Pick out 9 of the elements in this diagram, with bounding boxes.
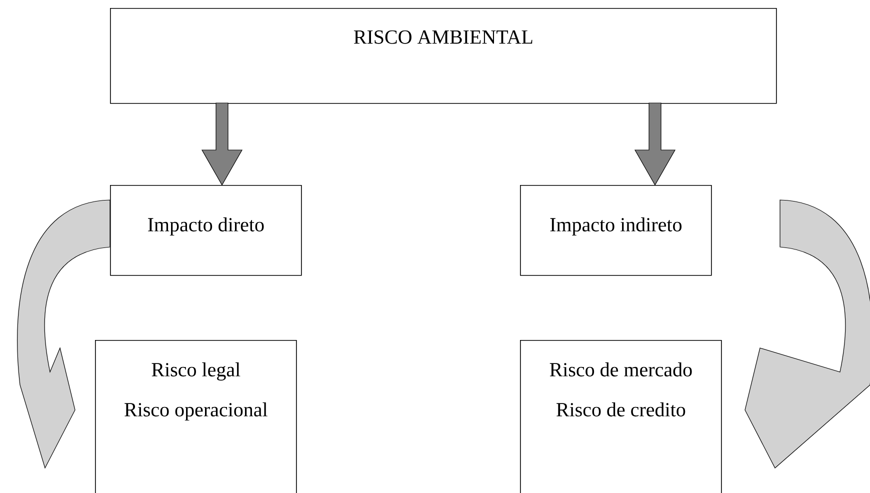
curved-arrow — [17, 200, 110, 468]
box: Impacto indireto — [520, 184, 712, 276]
box: Risco legal Risco operacional — [95, 340, 297, 493]
block-arrow — [634, 102, 676, 186]
box: Impacto direto — [110, 184, 302, 276]
block-arrow — [202, 102, 243, 186]
title-box: RISCO AMBIENTAL — [110, 8, 777, 104]
box: Risco de mercado Risco de credito — [520, 340, 722, 493]
curved-arrow — [744, 200, 870, 468]
